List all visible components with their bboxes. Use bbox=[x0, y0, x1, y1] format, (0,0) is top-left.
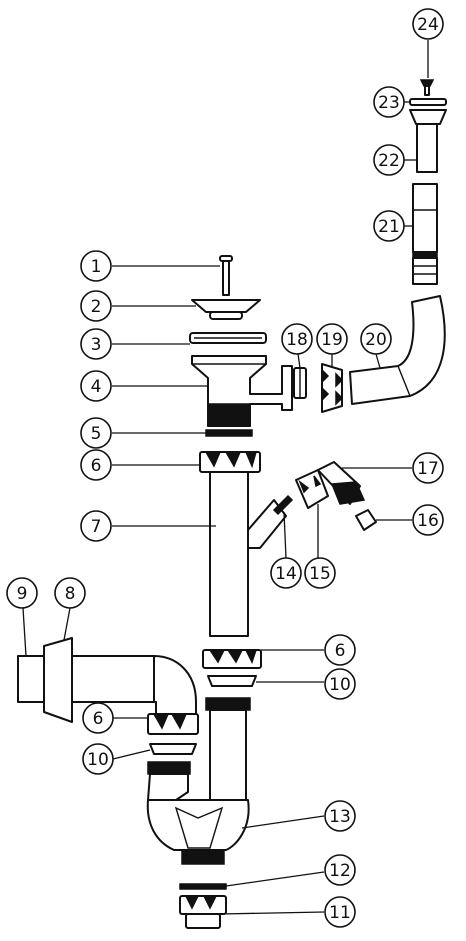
overflow-washer bbox=[293, 367, 307, 399]
svg-text:16: 16 bbox=[417, 511, 439, 531]
svg-text:2: 2 bbox=[91, 297, 102, 317]
bottle-trap bbox=[146, 697, 251, 865]
overflow-cover bbox=[409, 98, 447, 106]
svg-text:11: 11 bbox=[329, 903, 351, 923]
callout-13: 13 bbox=[324, 800, 356, 832]
callout-10-arm: 10 bbox=[82, 743, 114, 775]
callout-20: 20 bbox=[360, 323, 392, 355]
leader-lines bbox=[22, 40, 429, 915]
callout-22: 22 bbox=[373, 144, 405, 176]
overflow-body bbox=[409, 109, 447, 173]
callout-15: 15 bbox=[304, 557, 336, 589]
svg-text:6: 6 bbox=[93, 709, 104, 729]
bottom-cap bbox=[179, 895, 227, 929]
svg-text:20: 20 bbox=[365, 330, 387, 350]
svg-text:6: 6 bbox=[91, 456, 102, 476]
side-nut bbox=[295, 469, 329, 509]
svg-text:6: 6 bbox=[335, 641, 346, 661]
svg-text:10: 10 bbox=[87, 750, 109, 770]
callout-5: 5 bbox=[80, 417, 112, 449]
callout-6-arm: 6 bbox=[82, 702, 114, 734]
callout-16: 16 bbox=[412, 504, 444, 536]
svg-text:10: 10 bbox=[329, 675, 351, 695]
callout-14: 14 bbox=[270, 557, 302, 589]
callout-21: 21 bbox=[373, 210, 405, 242]
lower-nut bbox=[202, 649, 262, 669]
svg-text:15: 15 bbox=[309, 564, 331, 584]
svg-text:5: 5 bbox=[91, 424, 102, 444]
callout-2: 2 bbox=[80, 290, 112, 322]
svg-text:3: 3 bbox=[91, 335, 102, 355]
callout-18: 18 bbox=[281, 323, 313, 355]
strainer-screw bbox=[219, 255, 233, 296]
callout-6-lower: 6 bbox=[324, 634, 356, 666]
lower-washer bbox=[207, 675, 257, 687]
svg-text:13: 13 bbox=[329, 807, 351, 827]
tee-pipe bbox=[209, 471, 287, 637]
svg-text:12: 12 bbox=[329, 861, 351, 881]
svg-text:8: 8 bbox=[65, 584, 76, 604]
callout-8: 8 bbox=[54, 577, 86, 609]
svg-text:19: 19 bbox=[321, 330, 343, 350]
bottom-washer bbox=[179, 883, 227, 890]
callout-3: 3 bbox=[80, 328, 112, 360]
svg-text:14: 14 bbox=[275, 564, 297, 584]
strainer-plate bbox=[191, 299, 261, 320]
strainer-gasket bbox=[189, 332, 267, 344]
top-nut bbox=[199, 451, 261, 473]
strainer-washer bbox=[205, 429, 253, 437]
svg-text:9: 9 bbox=[17, 584, 28, 604]
svg-text:21: 21 bbox=[378, 217, 400, 237]
svg-text:22: 22 bbox=[378, 151, 400, 171]
callout-10-lower: 10 bbox=[324, 668, 356, 700]
overflow-hose-connector bbox=[412, 183, 438, 285]
callout-17: 17 bbox=[412, 452, 444, 484]
callout-24: 24 bbox=[412, 8, 444, 40]
svg-text:18: 18 bbox=[286, 330, 308, 350]
svg-text:1: 1 bbox=[91, 257, 102, 277]
callout-12: 12 bbox=[324, 854, 356, 886]
arm-washer bbox=[149, 743, 197, 755]
strainer-body bbox=[191, 355, 293, 427]
side-elbow-inlet bbox=[317, 461, 366, 505]
callout-9: 9 bbox=[6, 577, 38, 609]
callout-23: 23 bbox=[373, 86, 405, 118]
callout-4: 4 bbox=[80, 370, 112, 402]
callout-1: 1 bbox=[80, 250, 112, 282]
callout-6-top: 6 bbox=[80, 449, 112, 481]
side-washer bbox=[272, 494, 294, 516]
svg-text:17: 17 bbox=[417, 459, 439, 479]
overflow-elbow-hose bbox=[349, 295, 446, 405]
callout-19: 19 bbox=[316, 323, 348, 355]
callout-11: 11 bbox=[324, 896, 356, 928]
arm-nut bbox=[147, 713, 199, 735]
overflow-screw bbox=[419, 79, 435, 96]
svg-text:23: 23 bbox=[378, 93, 400, 113]
overflow-nut bbox=[321, 363, 344, 413]
svg-text:24: 24 bbox=[417, 15, 439, 35]
svg-text:7: 7 bbox=[91, 517, 102, 537]
side-inlet-cap bbox=[355, 509, 377, 531]
wall-flange-pipe bbox=[17, 637, 197, 723]
svg-text:4: 4 bbox=[91, 377, 102, 397]
callout-7: 7 bbox=[80, 510, 112, 542]
